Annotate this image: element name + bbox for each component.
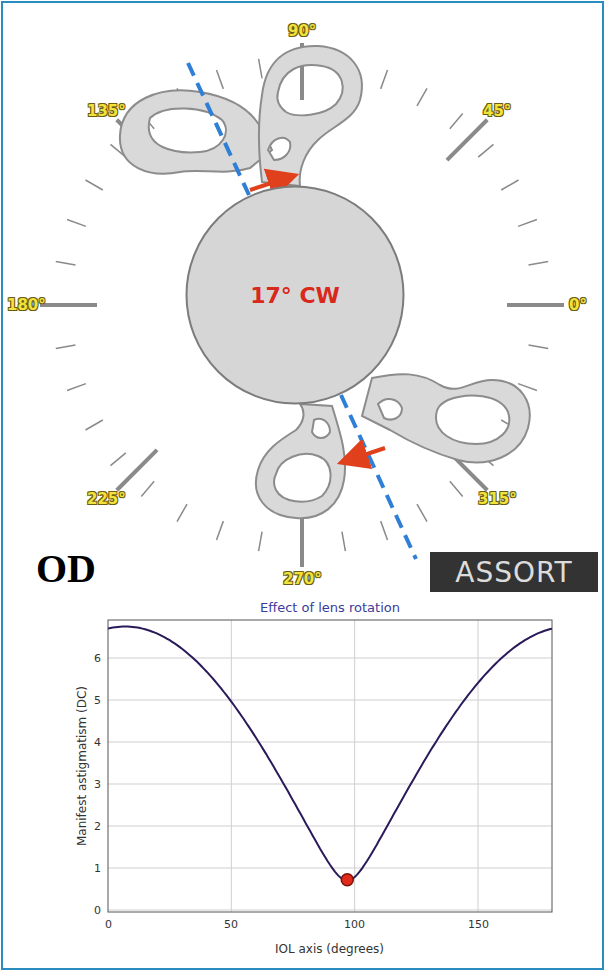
- dial-tick: [67, 384, 86, 391]
- angle-label: 180°: [7, 296, 46, 314]
- dial-tick: [67, 219, 86, 226]
- logo-text: ASSORT: [455, 556, 572, 589]
- dial-tick: [507, 303, 564, 307]
- dial-tick: [342, 532, 345, 552]
- logo-box: ASSORT: [430, 552, 598, 592]
- grid-line: [108, 658, 552, 659]
- angle-label: 0°: [569, 296, 587, 314]
- rotation-value: 17° CW: [250, 283, 340, 308]
- grid-line: [108, 784, 552, 785]
- axis-tick-label: 2: [94, 820, 101, 833]
- haptic: [259, 46, 362, 186]
- dial-tick: [501, 180, 518, 190]
- dial-tick: [85, 180, 102, 190]
- dial-tick: [216, 70, 223, 89]
- dial-tick: [117, 450, 157, 490]
- optic-circle: 17° CW: [185, 185, 405, 405]
- angle-label: 315°: [478, 490, 517, 508]
- dial-tick: [259, 532, 262, 552]
- axis-line: [188, 63, 249, 195]
- minimum-point: [341, 874, 353, 886]
- node-outline: [187, 187, 404, 404]
- grid-line: [354, 620, 355, 912]
- grid-line: [478, 620, 479, 912]
- dial-tick: [518, 219, 537, 226]
- dial-tick: [381, 70, 388, 89]
- node-outline: [430, 552, 598, 592]
- dial-tick: [450, 481, 463, 496]
- axis-tick-label: 1: [94, 862, 101, 875]
- dial-tick: [478, 144, 493, 157]
- haptic: [362, 374, 530, 462]
- axis-tick-label: 6: [94, 652, 101, 665]
- dial-tick: [85, 420, 102, 430]
- grid-line: [108, 700, 552, 701]
- dial-tick: [216, 521, 223, 540]
- dial-tick: [110, 453, 125, 466]
- plot-frame: [108, 620, 552, 912]
- axis-tick-label: 5: [94, 694, 101, 707]
- dial-tick: [259, 59, 262, 79]
- dial-tick: [40, 303, 97, 307]
- dial-tick: [518, 384, 537, 391]
- axis-line: [341, 395, 416, 559]
- angle-label: 135°: [87, 102, 126, 120]
- axis-tick-label: 3: [94, 778, 101, 791]
- dial-tick: [447, 120, 487, 160]
- axis-tick-label: 50: [224, 918, 238, 931]
- dial-tick: [56, 345, 76, 348]
- dial-tick: [56, 262, 76, 265]
- grid-line: [108, 742, 552, 743]
- grid-line: [108, 826, 552, 827]
- axis-tick-label: 150: [468, 918, 489, 931]
- dial-tick: [529, 262, 549, 265]
- dial-tick: [381, 521, 388, 540]
- dial-tick: [450, 113, 463, 128]
- angle-label: 270°: [283, 570, 322, 588]
- dial-tick: [177, 504, 187, 521]
- dial-tick: [417, 504, 427, 521]
- grid-line: [231, 620, 232, 912]
- haptic: [256, 404, 345, 518]
- axis-title: Manifest astigmatism (DC): [75, 686, 89, 846]
- dial-tick: [417, 88, 427, 105]
- dial-tick: [141, 481, 154, 496]
- angle-label: 90°: [288, 22, 316, 40]
- axis-tick-label: 100: [344, 918, 365, 931]
- astigmatism-curve: [108, 627, 552, 881]
- haptic: [120, 90, 272, 173]
- chart-title: Effect of lens rotation: [260, 600, 400, 615]
- grid-line: [108, 868, 552, 869]
- angle-label: 45°: [483, 102, 511, 120]
- angle-label: 225°: [87, 490, 126, 508]
- dial-tick: [529, 345, 549, 348]
- axis-tick-label: 0: [94, 904, 101, 917]
- axis-tick-label: 0: [105, 918, 112, 931]
- eye-label: OD: [36, 545, 96, 592]
- axis-tick-label: 4: [94, 736, 101, 749]
- axis-title: IOL axis (degrees): [275, 942, 384, 956]
- grid-line: [108, 910, 552, 911]
- rotation-arrow: [352, 448, 385, 459]
